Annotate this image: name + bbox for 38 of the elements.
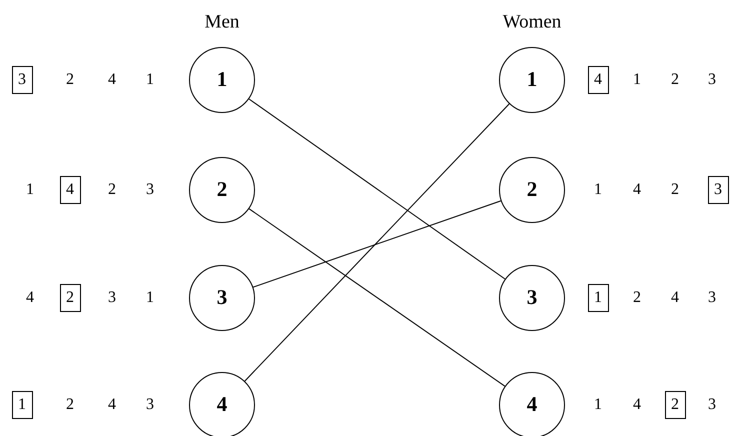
preference-rank: 1 bbox=[594, 182, 602, 198]
preference-rank: 1 bbox=[146, 72, 154, 88]
preference-rank: 1 bbox=[633, 72, 641, 88]
preference-rank: 1 bbox=[594, 397, 602, 413]
highlighted-choice: 1 bbox=[12, 391, 32, 419]
preference-rank: 3 bbox=[708, 290, 716, 306]
highlighted-choice: 1 bbox=[588, 284, 608, 312]
preference-rank: 4 bbox=[26, 290, 34, 306]
highlighted-choice: 2 bbox=[664, 391, 686, 419]
preference-rank: 4 bbox=[633, 397, 641, 413]
connector-line bbox=[248, 208, 506, 387]
column-heading: Men bbox=[204, 12, 240, 32]
preference-rank: 4 bbox=[671, 290, 679, 306]
preference-rank: 3 bbox=[708, 72, 716, 88]
column-heading: Women bbox=[502, 12, 562, 32]
preference-rank: 4 bbox=[633, 182, 641, 198]
preference-rank: 3 bbox=[146, 182, 154, 198]
highlighted-choice: 4 bbox=[588, 66, 608, 94]
preference-rank: 4 bbox=[108, 72, 116, 88]
highlighted-choice: 4 bbox=[60, 176, 80, 204]
preference-rank: 3 bbox=[108, 290, 116, 306]
connector-line bbox=[248, 98, 506, 280]
preference-rank: 4 bbox=[108, 397, 116, 413]
preference-rank: 2 bbox=[671, 72, 679, 88]
preference-rank: 1 bbox=[26, 182, 34, 198]
preference-rank: 2 bbox=[671, 182, 679, 198]
highlighted-choice: 2 bbox=[60, 284, 80, 312]
preference-rank: 2 bbox=[108, 182, 116, 198]
preference-rank: 1 bbox=[146, 290, 154, 306]
connector-line bbox=[252, 200, 502, 288]
preference-rank: 3 bbox=[146, 397, 154, 413]
highlighted-choice: 3 bbox=[708, 176, 728, 204]
preference-rank: 2 bbox=[66, 397, 74, 413]
highlighted-choice: 3 bbox=[12, 66, 32, 94]
preference-rank: 2 bbox=[633, 290, 641, 306]
preference-rank: 3 bbox=[708, 397, 716, 413]
connector-line bbox=[244, 103, 510, 382]
preference-rank: 2 bbox=[66, 72, 74, 88]
